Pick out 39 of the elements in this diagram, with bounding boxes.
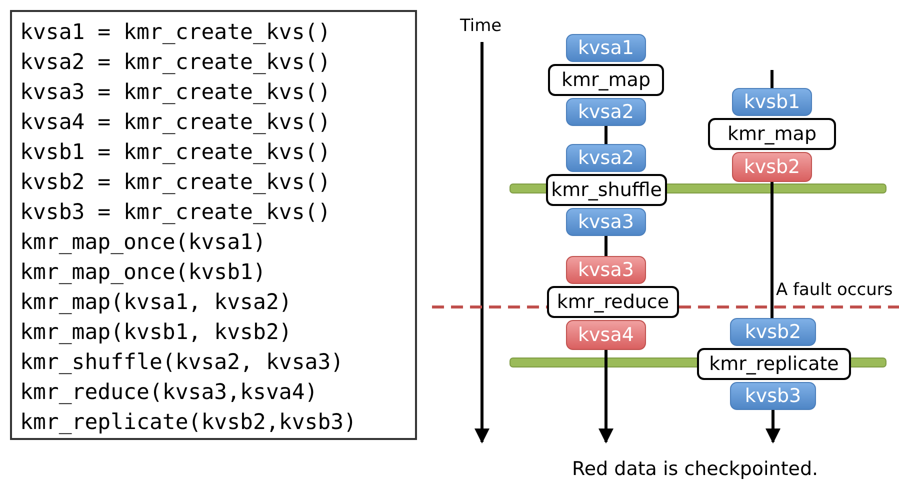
- data-block: kvsb1: [732, 88, 812, 116]
- code-line: kmr_reduce(kvsa3,ksva4): [20, 379, 318, 407]
- code-line: kvsa1 = kmr_create_kvs(): [20, 19, 331, 47]
- caption: Red data is checkpointed.: [572, 458, 818, 480]
- code-line: kmr_map(kvsa1, kvsa2): [20, 289, 292, 317]
- code-line: kmr_shuffle(kvsa2, kvsa3): [20, 349, 344, 377]
- code-line: kmr_map(kvsb1, kvsb2): [20, 319, 292, 347]
- data-block: kvsb3: [730, 382, 816, 410]
- code-line: kmr_replicate(kvsb2,kvsb3): [20, 409, 357, 437]
- timeline-line: [604, 126, 608, 144]
- operation-box: kmr_reduce: [547, 286, 679, 318]
- operation-box: kmr_replicate: [697, 348, 851, 380]
- operation-box: kmr_shuffle: [546, 174, 667, 206]
- annotation: A fault occurs: [776, 280, 893, 300]
- data-block: kvsa1: [566, 34, 646, 62]
- data-block: kvsa4: [566, 320, 646, 350]
- data-block: kvsa3: [566, 256, 646, 284]
- code-line: kvsa3 = kmr_create_kvs(): [20, 79, 331, 107]
- axis-label: Time: [460, 16, 502, 36]
- timeline-line: [770, 182, 774, 318]
- code-line: kvsb3 = kmr_create_kvs(): [20, 199, 331, 227]
- data-block: kvsa2: [566, 98, 646, 126]
- code-line: kmr_map_once(kvsa1): [20, 229, 266, 257]
- data-block: kvsa3: [566, 208, 646, 236]
- code-line: kvsb1 = kmr_create_kvs(): [20, 139, 331, 167]
- timeline-line: [598, 350, 614, 444]
- timeline-line: [770, 70, 774, 88]
- operation-box: kmr_map: [708, 118, 836, 150]
- code-line: kvsa4 = kmr_create_kvs(): [20, 109, 331, 137]
- code-line: kmr_map_once(kvsb1): [20, 259, 266, 287]
- timeline-line: [766, 410, 780, 444]
- data-block: kvsb2: [730, 318, 816, 346]
- timeline-line: [604, 236, 608, 256]
- code-panel: [10, 10, 417, 440]
- data-block: kvsb2: [732, 152, 812, 182]
- code-line: kvsa2 = kmr_create_kvs(): [20, 49, 331, 77]
- operation-box: kmr_map: [548, 64, 664, 96]
- data-block: kvsa2: [566, 144, 646, 172]
- code-line: kvsb2 = kmr_create_kvs(): [20, 169, 331, 197]
